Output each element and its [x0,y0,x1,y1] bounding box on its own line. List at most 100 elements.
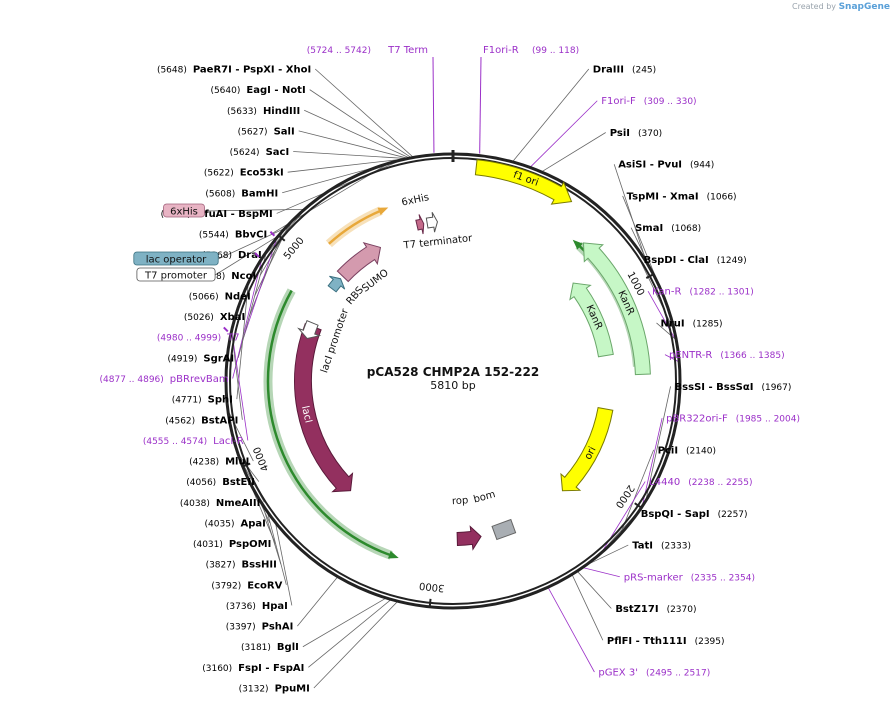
enzyme-label-pcii[interactable]: PciI(2140) [658,445,716,456]
enzyme-label-bstapi[interactable]: BstAPI(4562) [165,415,238,426]
site-name: BbvCI [235,230,267,241]
site-position: (2257) [718,510,748,520]
feature-small-label: 6xHis [401,192,430,208]
enzyme-label-pshai[interactable]: PshAI (3397) [226,622,294,633]
primer-label-f1ori-f[interactable]: F1ori-F(309 .. 330) [601,96,696,107]
enzyme-label-bsshii[interactable]: BssHII(3827) [206,560,277,571]
site-name: pGEX 3' [598,668,638,679]
site-name: NdeI [225,291,251,302]
enzyme-label-eco53ki[interactable]: Eco53kI(5622) [204,168,284,179]
site-name: XbaI [220,312,245,323]
outer-feature-arc [266,289,392,557]
outer-feature-arc [328,209,382,245]
site-position: (4031) [193,540,223,550]
enzyme-label-apai[interactable]: ApaI(4035) [205,518,266,529]
enzyme-label-saci[interactable]: SacI(5624) [230,147,290,158]
tag-box [133,251,219,266]
enzyme-label-pspomi[interactable]: PspOMI(4031) [193,539,271,550]
leader-line [218,227,286,260]
enzyme-label-bspdi[interactable]: BspDI - ClaI(1249) [644,255,747,266]
site-position: (4035) [205,519,235,529]
enzyme-label-bsssi[interactable]: BssSI - BssSαI(1967) [675,382,792,393]
enzyme-label-bamhi[interactable]: BamHI(5608) [205,188,278,199]
enzyme-label-tspmi[interactable]: TspMI - XmaI(1066) [627,191,737,202]
enzyme-label-tati[interactable]: TatI(2333) [632,541,691,552]
tag-text: 6xHis [170,207,198,218]
enzyme-label-bsteii[interactable]: BstEII(4056) [186,477,255,488]
enzyme-label-hpai[interactable]: HpaI(3736) [226,601,288,612]
primer-label-t7[interactable]: T7(4980 .. 4999) [157,231,276,344]
enzyme-label-draiii[interactable]: DraIII(245) [593,65,656,76]
enzyme-label-sphi[interactable]: SphI(4771) [172,395,233,406]
tag-text: lac operator [146,255,207,266]
tick-mark-1000 [645,273,654,279]
site-position: (3160) [202,664,232,674]
leader-line [584,544,629,567]
enzyme-label-hindiii[interactable]: HindIII(5633) [227,106,300,117]
enzyme-label-ecorv[interactable]: EcoRV(3792) [211,580,282,591]
site-name: pBRrevBam [170,374,229,385]
feature-arrow-laci[interactable] [294,322,354,493]
leader-line [619,449,655,535]
enzyme-label-xbai[interactable]: XbaI(5026) [184,312,245,323]
enzyme-label-fspi[interactable]: FspI - FspAI(3160) [202,663,304,674]
primer-label-laci-r[interactable]: LacI-R(4555 .. 4574) [143,326,244,447]
site-name: BssHII [242,560,277,571]
site-name: BstAPI [201,415,238,426]
site-name: PshAI [262,622,294,633]
site-name: T7 [226,333,239,344]
enzyme-label-bbvci[interactable]: BbvCI (5544) [199,230,267,241]
site-name: PpuMI [275,684,310,695]
enzyme-label-asisi[interactable]: AsiSI - PvuI(944) [618,160,714,171]
site-position: (3132) [239,685,269,695]
enzyme-label-bstz17i[interactable]: BstZ17I(2370) [615,604,696,615]
feature-tag-6xhis[interactable]: 6xHis [163,203,205,218]
primer-label-pentr-r[interactable]: pENTR-R(1366 .. 1385) [669,350,785,361]
tag-box [163,203,205,218]
outer-feature-head [377,207,389,216]
enzyme-label-eagi[interactable]: EagI - NotI(5640) [210,85,305,96]
top-primer-1[interactable]: F1ori-R(99 .. 118) [483,45,579,56]
site-position: (309 .. 330) [644,97,697,107]
site-position: (2335 .. 2354) [691,573,755,583]
enzyme-label-bgli[interactable]: BglI(3181) [241,642,299,653]
site-position: (5544) [199,231,229,241]
primer-label-l4440[interactable]: L4440(2238 .. 2255) [649,477,752,488]
enzyme-label-ppumi[interactable]: PpuMI (3132) [239,684,310,695]
tick-mark-3000 [428,598,432,607]
enzyme-label-sgrai[interactable]: SgrAI(4919) [167,353,234,364]
enzyme-label-psii[interactable]: PsiI(370) [610,128,662,139]
feature-arrow-kanr[interactable] [582,242,651,376]
laci-promoter-arrow [297,319,322,339]
enzyme-label-ndei[interactable]: NdeI(5066) [189,291,251,302]
top-primer-0[interactable]: T7 Term(5724 .. 5742) [307,45,428,56]
primer-label-pgex[interactable]: pGEX 3'(2495 .. 2517) [598,668,710,679]
site-position: (5608) [205,189,235,199]
site-position: (5624) [230,148,260,158]
enzyme-label-nrui[interactable]: NruI(1285) [661,318,723,329]
feature-tag-t7-promoter[interactable]: T7 promoter [136,267,216,282]
enzyme-label-nmeaiii[interactable]: NmeAIII(4038) [180,498,260,509]
primer-label-prs-marker[interactable]: pRS-marker(2335 .. 2354) [624,572,755,583]
feature-arrow-f1-ori[interactable] [474,159,573,205]
feature-arrow-kanr[interactable] [569,282,614,358]
enzyme-label-smai[interactable]: SmaI(1068) [635,223,701,234]
site-position: (3397) [226,623,256,633]
leader-line [576,570,612,609]
enzyme-label-mlui[interactable]: MluI(4238) [189,457,249,468]
primer-label-kan-r[interactable]: Kan-R(1282 .. 1301) [652,287,754,298]
site-name: MluI [225,457,249,468]
feature-arrow-sumo[interactable] [336,241,382,283]
primer-label-pbrrevbam[interactable]: pBRrevBam(4877 .. 4896) [100,252,260,385]
primer-label-pbr322ori-f[interactable]: pBR322ori-F(1985 .. 2004) [666,414,800,425]
enzyme-label-pflfi[interactable]: PflFI - Tth111I(2395) [607,636,725,647]
enzyme-label-bspqi[interactable]: BspQI - SapI(2257) [641,509,748,520]
site-name: BfuAI - BspMI [197,209,273,220]
enzyme-label-paer7i[interactable]: PaeR7I - PspXI - XhoI(5648) [157,65,311,76]
site-name: BssSI - BssSαI [675,382,754,393]
enzyme-label-sali[interactable]: SalI(5627) [238,126,295,137]
feature-arrow-ori[interactable] [560,406,614,492]
feature-tag-lac-operator[interactable]: lac operator [133,251,219,266]
his-tag-arrow [415,214,425,235]
